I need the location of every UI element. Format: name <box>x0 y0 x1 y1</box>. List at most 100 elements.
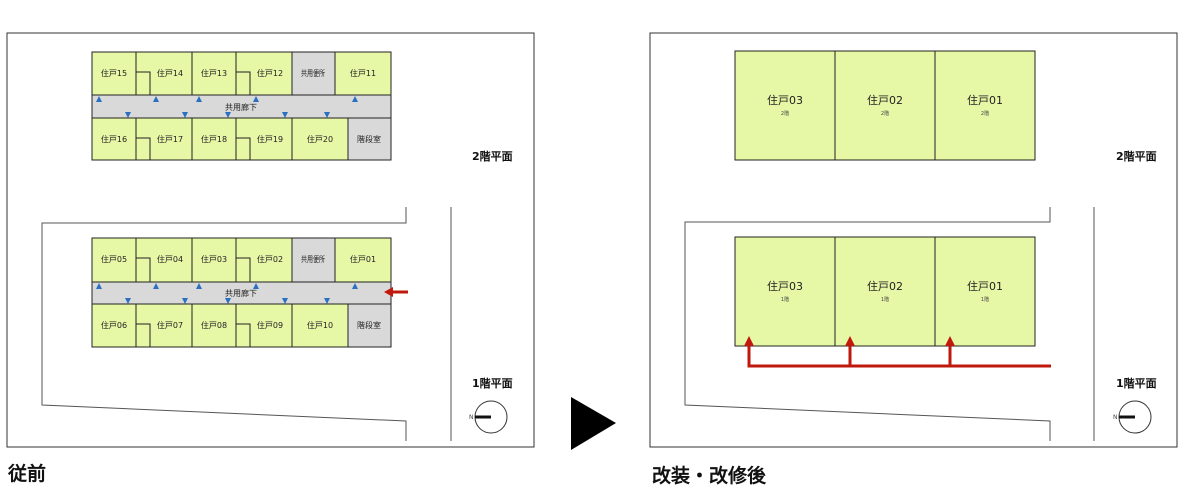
entrance-arrowhead <box>384 287 393 297</box>
unit-label: 住戸10 <box>307 320 333 330</box>
unit-label: 住戸03 <box>767 279 803 293</box>
unit-cell <box>291 303 349 348</box>
after-floor1-building: 住戸03 1階 住戸02 1階 住戸01 1階 <box>734 236 1036 347</box>
door-marker <box>282 112 288 118</box>
unit-floor-label: 2階 <box>981 110 989 117</box>
site-outline <box>684 207 1051 441</box>
unit-label: 住戸16 <box>101 134 127 144</box>
door-marker <box>182 298 188 304</box>
unit-notch <box>135 304 151 347</box>
door-marker <box>324 298 330 304</box>
unit-floor-label: 1階 <box>981 296 989 303</box>
stair-cell <box>347 117 392 161</box>
unit-notch <box>235 304 251 347</box>
door-marker <box>253 96 259 102</box>
unit-label: 住戸05 <box>101 254 127 264</box>
unit-cell <box>135 303 193 348</box>
site-outline <box>41 207 407 441</box>
transition-arrow-icon <box>571 397 616 450</box>
unit-label: 住戸15 <box>101 68 127 78</box>
door-marker <box>324 112 330 118</box>
unit-cell <box>334 237 392 283</box>
unit-floor-label: 1階 <box>881 296 889 303</box>
unit-cell <box>91 51 137 96</box>
north-compass: N <box>469 400 508 434</box>
stair-label: 階段室 <box>357 320 381 330</box>
corridor-label: 共用廊下 <box>225 102 257 112</box>
unit-notch <box>135 238 151 282</box>
unit-cell <box>934 50 1036 161</box>
access-arrowhead <box>744 336 754 346</box>
unit-label: 住戸12 <box>257 68 283 78</box>
unit-cell <box>91 303 137 348</box>
before-caption: 従前 <box>7 462 46 485</box>
unit-label: 住戸02 <box>867 279 903 293</box>
door-marker <box>182 112 188 118</box>
stair-cell <box>347 303 392 348</box>
unit-floor-label: 2階 <box>881 110 889 117</box>
unit-notch <box>235 238 251 282</box>
unit-label: 住戸02 <box>867 93 903 107</box>
unit-cell <box>235 117 293 161</box>
plan-label: 2階平面 <box>472 149 513 163</box>
after-panel: 住戸03 2階 住戸02 2階 住戸01 2階 2階平面 住戸03 1階 住戸0… <box>649 32 1178 487</box>
unit-label: 住戸19 <box>257 134 283 144</box>
shared-toilet-label: 共用便所 <box>301 254 325 264</box>
unit-label: 住戸17 <box>157 134 183 144</box>
before-panel: 住戸15 住戸14 住戸13 住戸12 共用便所 住戸11 共用廊下 住戸16 … <box>6 32 535 485</box>
door-marker <box>96 283 102 289</box>
unit-cell <box>934 236 1036 347</box>
door-marker <box>225 112 231 118</box>
unit-cell <box>734 236 836 347</box>
unit-floor-label: 1階 <box>781 296 789 303</box>
door-marker <box>125 298 131 304</box>
unit-floor-label: 2階 <box>781 110 789 117</box>
unit-label: 住戸01 <box>350 254 376 264</box>
plan-label: 1階平面 <box>1116 376 1157 390</box>
before-floor1-building: 住戸05 住戸04 住戸03 住戸02 共用便所 住戸01 共用廊下 住戸06 … <box>91 237 392 348</box>
unit-label: 住戸08 <box>201 320 227 330</box>
shared-toilet-cell <box>291 51 336 96</box>
access-arrows <box>744 336 1051 368</box>
unit-label: 住戸11 <box>350 68 376 78</box>
unit-cell <box>91 237 137 283</box>
unit-notch <box>235 118 251 160</box>
corridor-label: 共用廊下 <box>225 288 257 298</box>
door-marker <box>196 96 202 102</box>
door-marker <box>352 96 358 102</box>
access-arrowhead <box>845 336 855 346</box>
unit-cell <box>834 236 936 347</box>
unit-label: 住戸03 <box>767 93 803 107</box>
door-marker <box>352 283 358 289</box>
unit-label: 住戸20 <box>307 134 333 144</box>
unit-cell <box>135 51 193 96</box>
door-marker <box>125 112 131 118</box>
unit-label: 住戸01 <box>967 93 1003 107</box>
unit-cell <box>834 50 936 161</box>
north-label: N <box>1113 414 1118 421</box>
unit-label: 住戸03 <box>201 254 227 264</box>
door-marker <box>253 283 259 289</box>
unit-cell <box>734 50 836 161</box>
unit-cell <box>135 117 193 161</box>
unit-cell <box>135 237 193 283</box>
shared-toilet-label: 共用便所 <box>301 68 325 78</box>
unit-notch <box>135 52 151 95</box>
unit-cell <box>235 303 293 348</box>
door-marker <box>153 96 159 102</box>
plan-label: 1階平面 <box>472 376 513 390</box>
before-floor2-building: 住戸15 住戸14 住戸13 住戸12 共用便所 住戸11 共用廊下 住戸16 … <box>91 51 392 161</box>
unit-label: 住戸09 <box>257 320 283 330</box>
unit-notch <box>135 118 151 160</box>
unit-label: 住戸02 <box>257 254 283 264</box>
stair-label: 階段室 <box>357 134 381 144</box>
door-marker <box>153 283 159 289</box>
door-marker <box>225 298 231 304</box>
after-caption: 改装・改修後 <box>652 464 767 487</box>
north-compass: N <box>1113 400 1152 434</box>
shared-toilet-cell <box>291 237 336 283</box>
north-label: N <box>469 414 474 421</box>
unit-cell <box>191 303 237 348</box>
unit-label: 住戸13 <box>201 68 227 78</box>
